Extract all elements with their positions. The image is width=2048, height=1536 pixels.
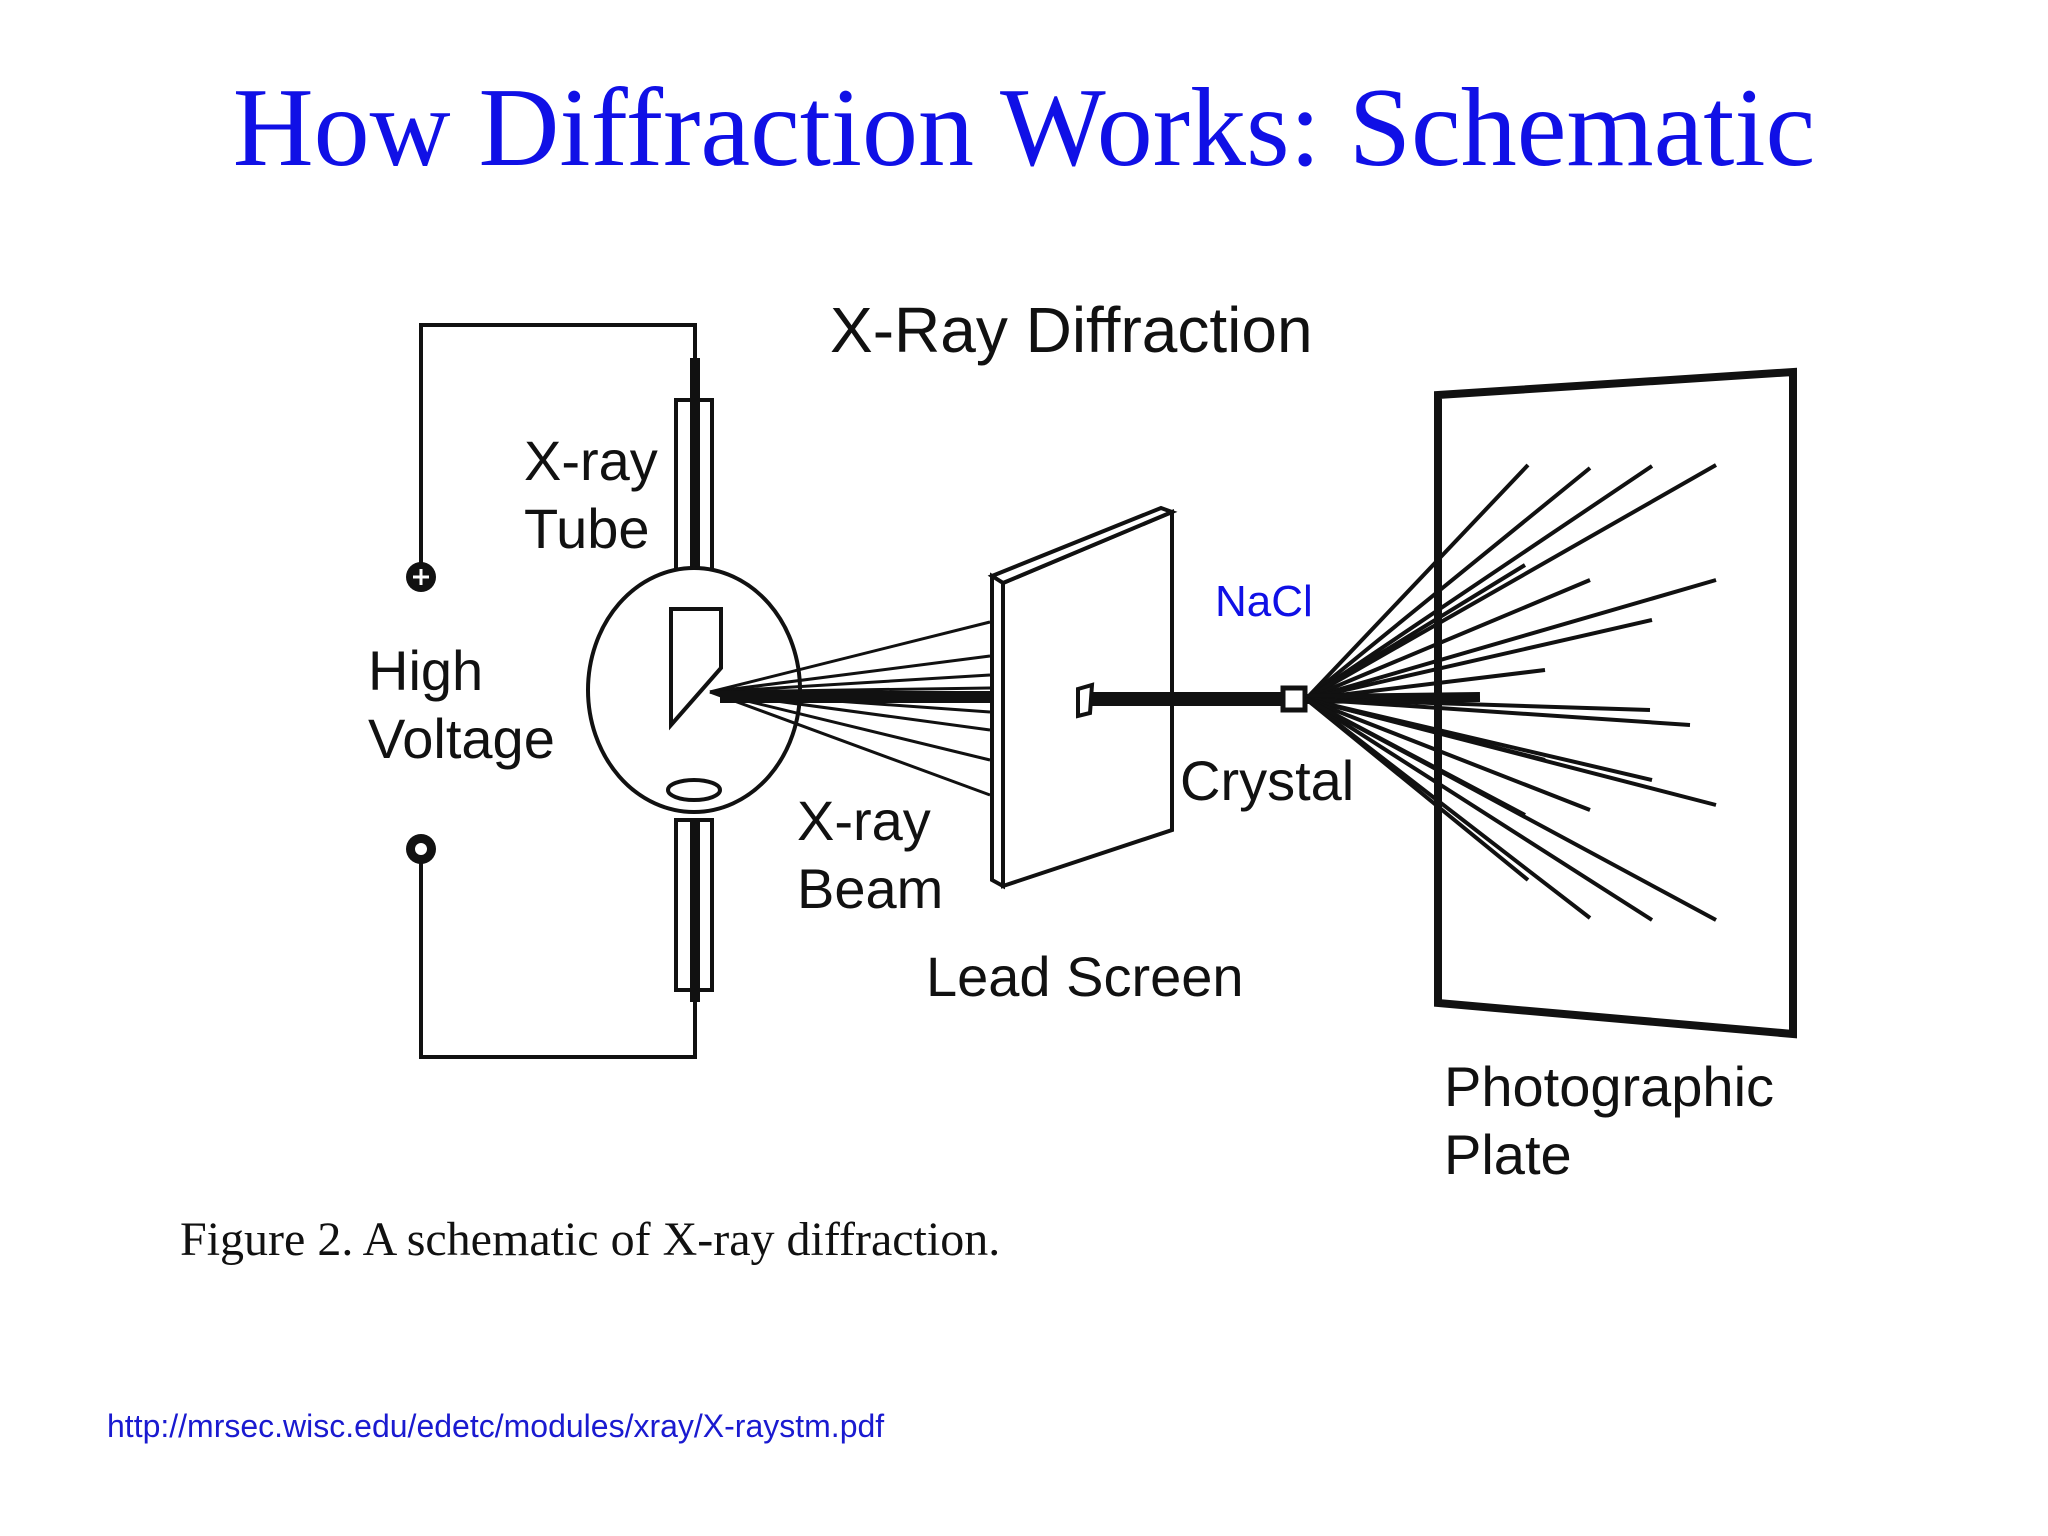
label-xray-beam-line1: X-ray [797,789,931,852]
xray-beam-rays [709,620,991,797]
figure-caption: Figure 2. A schematic of X-ray diffracti… [180,1213,1001,1266]
xray-tube [586,358,802,1002]
label-high-voltage-line2: Voltage [368,707,555,770]
terminal-positive [406,562,436,592]
label-crystal: Crystal [1180,749,1354,812]
lead-screen [987,505,1178,890]
label-photographic-plate-line1: Photographic [1444,1055,1774,1118]
diffracted-rays [1304,463,1717,922]
source-url-link[interactable]: http://mrsec.wisc.edu/edetc/modules/xray… [107,1408,885,1444]
label-nacl: NaCl [1215,577,1313,626]
photographic-plate [1434,367,1797,1039]
slide-title: How Diffraction Works: Schematic [232,66,1816,190]
label-lead-screen: Lead Screen [926,945,1244,1008]
label-xray-tube-line1: X-ray [524,429,658,492]
label-xray-tube-line2: Tube [524,497,650,560]
label-photographic-plate-line2: Plate [1444,1123,1572,1186]
crystal [1280,685,1308,713]
label-xray-beam-line2: Beam [797,857,943,920]
diagram-heading: X-Ray Diffraction [830,294,1313,366]
label-high-voltage-line1: High [368,639,483,702]
terminal-negative [406,834,436,864]
circuit-wires [419,323,697,1059]
